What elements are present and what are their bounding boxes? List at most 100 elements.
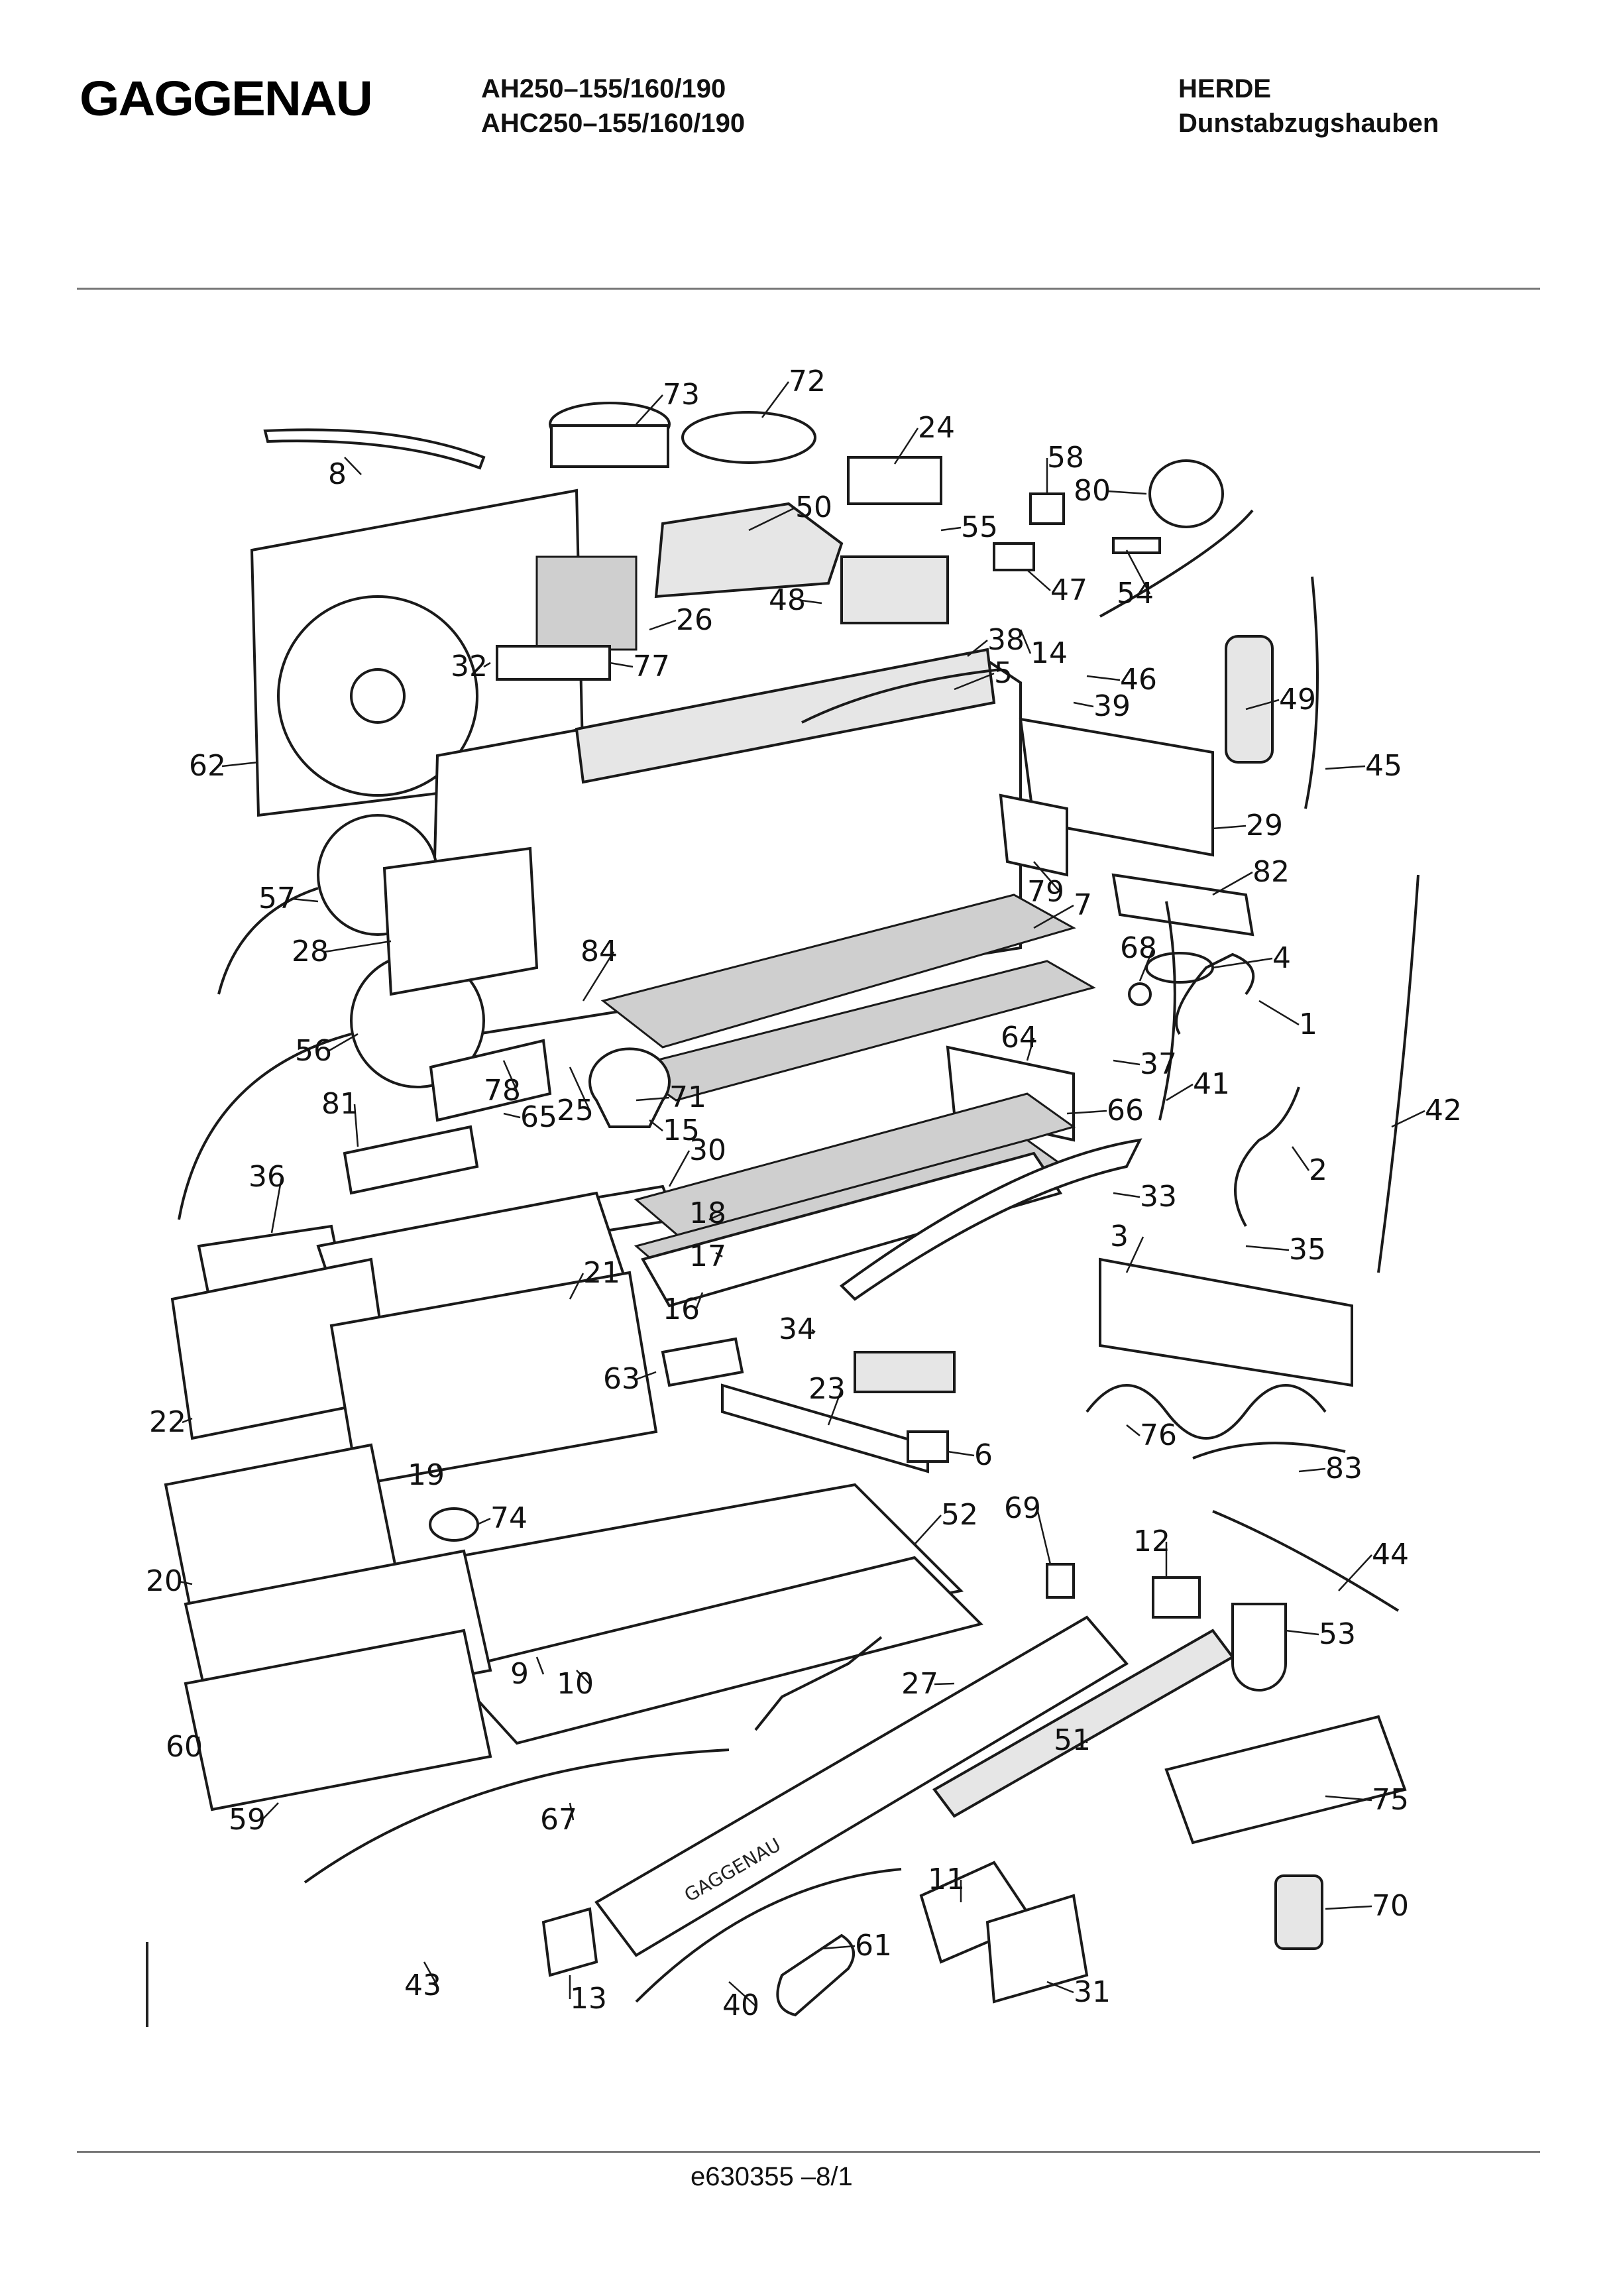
ballast-75: [1164, 1715, 1407, 1845]
callout-leader-76: [1126, 1424, 1140, 1436]
exhaust-collar-round-body: [550, 424, 669, 468]
capacitor-70: [1274, 1874, 1323, 1950]
callout-label-31: 31: [1074, 1975, 1111, 2009]
mounting-plate-28: [382, 846, 539, 996]
callout-leader-42: [1391, 1110, 1425, 1128]
callout-leader-19: [436, 1464, 442, 1476]
callout-label-7: 7: [1074, 888, 1092, 922]
model-line-2: AHC250–155/160/190: [481, 109, 746, 138]
callout-leader-68: [1139, 948, 1154, 982]
callout-leader-74: [476, 1517, 491, 1526]
callout-label-55: 55: [961, 510, 998, 544]
callout-label-10: 10: [557, 1667, 594, 1701]
callout-label-62: 62: [189, 749, 226, 783]
callout-label-22: 22: [149, 1405, 186, 1439]
callout-label-77: 77: [633, 650, 670, 683]
callout-label-46: 46: [1120, 663, 1157, 697]
terminal-block-77: [496, 645, 611, 681]
callout-leader-29: [1212, 825, 1247, 830]
callout-label-13: 13: [570, 1982, 607, 2016]
callout-label-79: 79: [1027, 875, 1064, 909]
lamp-61: [776, 1933, 855, 2017]
callout-label-53: 53: [1319, 1617, 1356, 1651]
callout-label-59: 59: [229, 1803, 266, 1837]
callout-leader-25: [569, 1066, 591, 1112]
wire-43: [304, 1749, 730, 1884]
callout-leader-79: [1033, 861, 1061, 893]
callout-label-83: 83: [1325, 1452, 1363, 1485]
wire-46: [1099, 509, 1254, 618]
callout-label-72: 72: [789, 365, 826, 398]
callout-leader-39: [1073, 701, 1094, 708]
mains-lead-1: [1175, 952, 1255, 1035]
callout-leader-72: [761, 381, 790, 418]
wire-83: [1192, 1442, 1346, 1460]
callout-leader-36: [270, 1177, 283, 1234]
callout-leader-44: [1338, 1554, 1372, 1591]
callout-label-52: 52: [941, 1498, 978, 1532]
callout-label-50: 50: [795, 490, 832, 524]
callout-label-58: 58: [1047, 441, 1084, 475]
callout-leader-1: [1258, 1000, 1300, 1026]
callout-leader-64: [1026, 1037, 1035, 1061]
callout-label-43: 43: [404, 1969, 441, 2002]
callout-label-38: 38: [987, 623, 1025, 657]
callout-leader-15: [649, 1119, 663, 1131]
callout-label-67: 67: [540, 1803, 577, 1837]
callout-leader-10: [576, 1670, 590, 1685]
callout-leader-21: [569, 1273, 584, 1300]
callout-leader-30: [668, 1150, 691, 1187]
coiled-cord-76: [1085, 1384, 1327, 1440]
wire-42: [1377, 874, 1419, 1273]
callout-leader-32: [483, 661, 491, 668]
callout-leader-43: [423, 1961, 439, 1986]
callout-label-27: 27: [901, 1667, 938, 1701]
callout-label-28: 28: [292, 935, 329, 968]
footer-divider: [77, 2151, 1540, 2153]
switch-unit-24: [847, 456, 942, 505]
callout-leader-53: [1285, 1629, 1319, 1636]
callout-label-42: 42: [1425, 1094, 1462, 1127]
model-line-1: AH250–155/160/190: [481, 74, 726, 103]
callout-label-70: 70: [1372, 1889, 1409, 1923]
wire-56: [178, 1033, 352, 1220]
rail-23: [721, 1383, 929, 1473]
callout-label-8: 8: [328, 457, 347, 491]
callout-label-5: 5: [994, 656, 1013, 690]
callout-label-40: 40: [722, 1988, 759, 2022]
bracket-31: [985, 1894, 1089, 2004]
callout-leader-70: [1325, 1905, 1372, 1910]
callout-leader-82: [1212, 871, 1253, 896]
plug-lead-2: [1234, 1086, 1300, 1227]
part-58: [1029, 492, 1065, 525]
callout-leader-8: [344, 457, 362, 475]
callout-label-78: 78: [484, 1074, 521, 1108]
callout-label-54: 54: [1117, 577, 1154, 610]
callout-label-30: 30: [689, 1133, 726, 1167]
clip-6: [907, 1430, 949, 1463]
callout-leader-50: [748, 506, 796, 532]
callout-leader-80: [1106, 490, 1147, 495]
callout-leader-14: [1019, 629, 1032, 654]
callout-leader-63: [636, 1371, 657, 1381]
filter-tray-16: [640, 1151, 1063, 1308]
wire-44: [1212, 1510, 1400, 1612]
callout-label-23: 23: [808, 1372, 846, 1406]
callout-leader-62: [221, 761, 259, 768]
callout-leader-52: [914, 1515, 942, 1545]
blower-hub: [350, 668, 406, 724]
callout-label-47: 47: [1050, 573, 1087, 607]
callout-leader-49: [1245, 699, 1280, 711]
callout-leader-55: [940, 526, 962, 532]
callout-label-34: 34: [779, 1312, 816, 1346]
callout-leader-75: [1325, 1795, 1372, 1802]
callout-label-9: 9: [510, 1657, 529, 1691]
switch-53: [1231, 1603, 1287, 1692]
bracket-79: [999, 793, 1068, 877]
capacitor-49: [1225, 635, 1274, 764]
callout-leader-59: [261, 1802, 279, 1821]
callout-leader-77: [609, 661, 634, 668]
screw-69: [1046, 1563, 1075, 1599]
callout-leader-84: [582, 951, 615, 1002]
